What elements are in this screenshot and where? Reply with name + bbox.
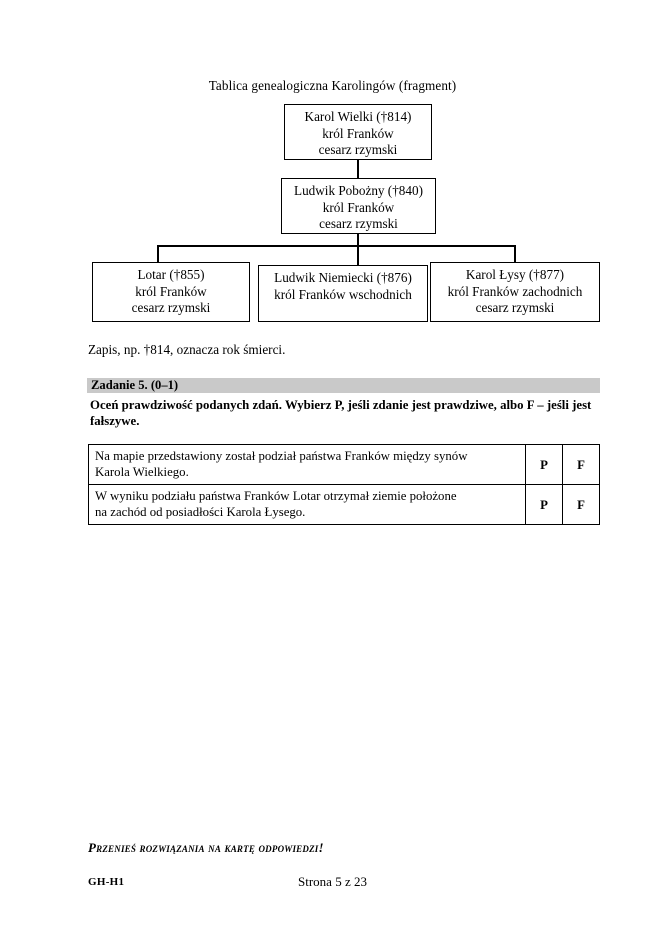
node-karol-wielki-line1: Karol Wielki (†814) (304, 109, 412, 124)
node-ludwik-niemiecki: Ludwik Niemiecki (†876) król Franków wsc… (258, 265, 428, 322)
node-lotar: Lotar (†855) król Franków cesarz rzymski (92, 262, 250, 322)
node-ludwik-pobozny-line2: król Franków (322, 199, 395, 215)
task-instruction-line1: Oceń prawdziwość podanych zdań. Wybierz … (90, 398, 569, 412)
task-instruction: Oceń prawdziwość podanych zdań. Wybierz … (90, 397, 602, 430)
connector-vertical-ludwik-to-bus (357, 234, 359, 246)
table-row: W wyniku podziału państwa Franków Lotar … (88, 484, 600, 525)
statement-1-line2: Karola Wielkiego. (95, 465, 189, 479)
node-karol-lysy-line1: Karol Łysy (†877) (465, 267, 565, 282)
statement-2-line2: na zachód od posiadłości Karola Łysego. (95, 505, 306, 519)
connector-horizontal-bus (157, 245, 516, 247)
connector-drop-lotar (157, 245, 159, 262)
node-lotar-line2: król Franków (135, 283, 207, 299)
node-lotar-line3: cesarz rzymski (131, 300, 211, 316)
statement-cell-2: W wyniku podziału państwa Franków Lotar … (88, 484, 526, 525)
statement-1-line1: Na mapie przedstawiony został podział pa… (95, 449, 468, 463)
transfer-answers-note: Przenieś rozwiązania na kartę odpowiedzi… (88, 840, 324, 855)
table-row: Na mapie przedstawiony został podział pa… (88, 444, 600, 485)
node-ludwik-pobozny-line3: cesarz rzymski (319, 216, 398, 232)
answer-option-false-1[interactable]: F (562, 444, 600, 485)
node-karol-wielki-line2: król Franków (322, 125, 394, 141)
connector-vertical-karol-to-ludwik (357, 160, 359, 178)
node-karol-wielki: Karol Wielki (†814) król Franków cesarz … (284, 104, 432, 160)
connector-drop-karol-lysy (514, 245, 516, 262)
statement-cell-1: Na mapie przedstawiony został podział pa… (88, 444, 526, 485)
node-karol-lysy-line2: król Franków zachodnich (447, 283, 583, 299)
answer-option-false-2[interactable]: F (562, 484, 600, 525)
task-header: Zadanie 5. (0–1) (87, 378, 600, 393)
node-ludwik-niemiecki-line1: Ludwik Niemiecki (†876) (274, 270, 412, 285)
diagram-note: Zapis, np. †814, oznacza rok śmierci. (88, 342, 286, 357)
node-lotar-line1: Lotar (†855) (137, 267, 205, 282)
footer-page-number: Strona 5 z 23 (298, 874, 367, 889)
answer-option-true-1[interactable]: P (525, 444, 563, 485)
diagram-title: Tablica genealogiczna Karolingów (fragme… (208, 78, 457, 93)
node-ludwik-pobozny: Ludwik Pobożny (†840) król Franków cesar… (281, 178, 436, 234)
answer-table: Na mapie przedstawiony został podział pa… (88, 444, 600, 525)
answer-option-true-2[interactable]: P (525, 484, 563, 525)
node-karol-lysy: Karol Łysy (†877) król Franków zachodnic… (430, 262, 600, 322)
footer-exam-code: GH-H1 (88, 876, 125, 888)
node-ludwik-niemiecki-line2: król Franków wschodnich (274, 286, 412, 302)
genealogy-diagram: Karol Wielki (†814) król Franków cesarz … (0, 0, 665, 330)
connector-drop-ludwik-niemiecki (357, 245, 359, 265)
node-ludwik-pobozny-line1: Ludwik Pobożny (†840) (294, 183, 423, 198)
task-instruction-line2: jest fałszywe. (90, 398, 592, 429)
statement-2-line1: W wyniku podziału państwa Franków Lotar … (95, 489, 457, 503)
node-karol-lysy-line3: cesarz rzymski (475, 300, 555, 316)
node-karol-wielki-line3: cesarz rzymski (318, 142, 398, 158)
